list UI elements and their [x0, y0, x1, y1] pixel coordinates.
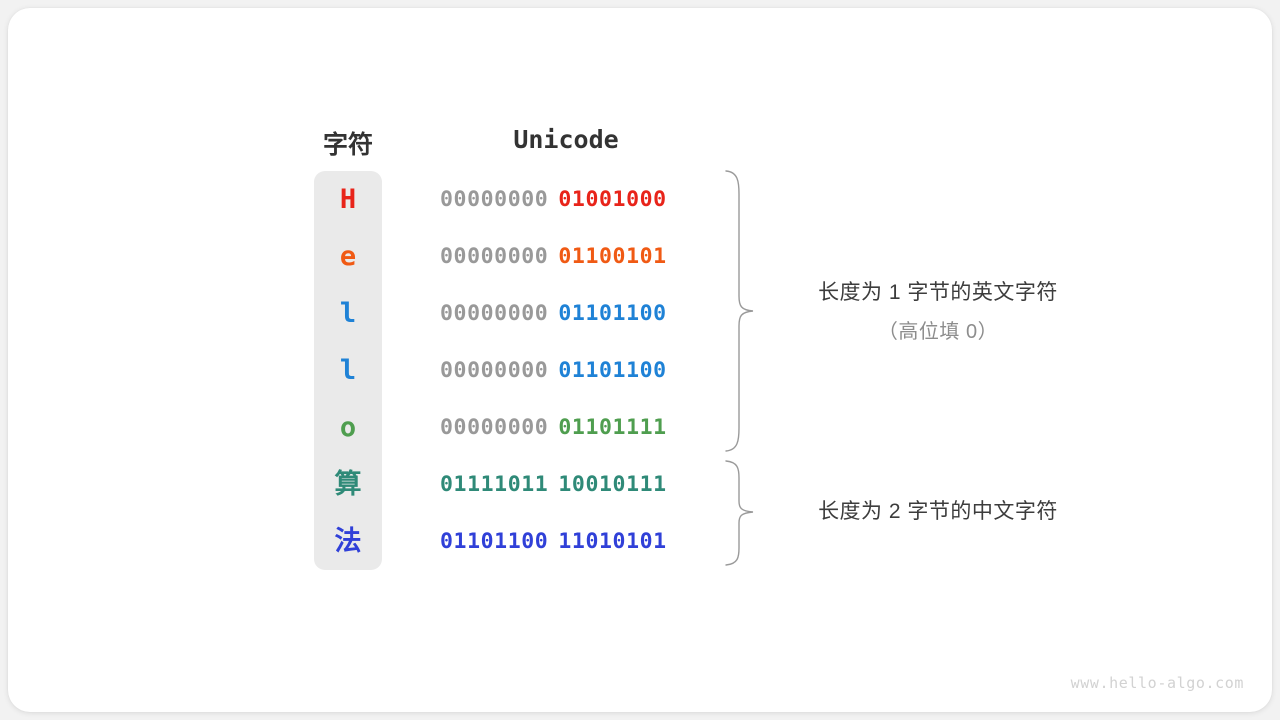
- curly-brace-one-byte: [725, 170, 754, 452]
- column-header-unicode: Unicode: [513, 125, 619, 154]
- annotation-line-primary: 长度为 2 字节的中文字符: [818, 500, 1058, 523]
- unicode-bits-row: 00000000 01101100: [440, 285, 692, 342]
- high-byte: 01101100: [440, 529, 549, 554]
- annotation-two-byte: 长度为 2 字节的中文字符: [768, 495, 1108, 525]
- character-cell: l: [339, 298, 357, 329]
- low-byte: 01100101: [558, 244, 667, 269]
- unicode-bits-row: 00000000 01100101: [440, 228, 692, 285]
- low-byte: 10010111: [558, 472, 667, 497]
- unicode-bits-row: 01111011 10010111: [440, 456, 692, 513]
- curly-brace-two-byte: [725, 460, 754, 566]
- character-cell: o: [339, 412, 357, 443]
- column-header-character: 字符: [322, 130, 373, 159]
- character-cell: 法: [334, 526, 362, 557]
- high-byte: 00000000: [440, 358, 549, 383]
- high-byte: 01111011: [440, 472, 549, 497]
- annotation-line-primary: 长度为 1 字节的英文字符: [818, 281, 1058, 304]
- character-column-strip: [314, 171, 382, 570]
- character-cell: l: [339, 355, 357, 386]
- site-watermark: www.hello-algo.com: [1070, 674, 1244, 692]
- unicode-bits-row: 01101100 11010101: [440, 513, 692, 570]
- diagram-card: 字符 Unicode H e l l o 算 法 00000000 0100100…: [8, 8, 1272, 712]
- annotation-line-secondary: （高位填 0）: [877, 321, 999, 343]
- high-byte: 00000000: [440, 301, 549, 326]
- character-cell: H: [339, 184, 357, 215]
- high-byte: 00000000: [440, 415, 549, 440]
- low-byte: 01101111: [558, 415, 667, 440]
- low-byte: 01101100: [558, 301, 667, 326]
- low-byte: 11010101: [558, 529, 667, 554]
- character-cell: e: [339, 241, 357, 272]
- character-cell: 算: [334, 469, 362, 500]
- annotation-one-byte: 长度为 1 字节的英文字符 （高位填 0）: [768, 276, 1108, 344]
- low-byte: 01101100: [558, 358, 667, 383]
- unicode-bits-row: 00000000 01101111: [440, 399, 692, 456]
- low-byte: 01001000: [558, 187, 667, 212]
- unicode-bits-row: 00000000 01101100: [440, 342, 692, 399]
- high-byte: 00000000: [440, 187, 549, 212]
- high-byte: 00000000: [440, 244, 549, 269]
- unicode-bits-row: 00000000 01001000: [440, 171, 692, 228]
